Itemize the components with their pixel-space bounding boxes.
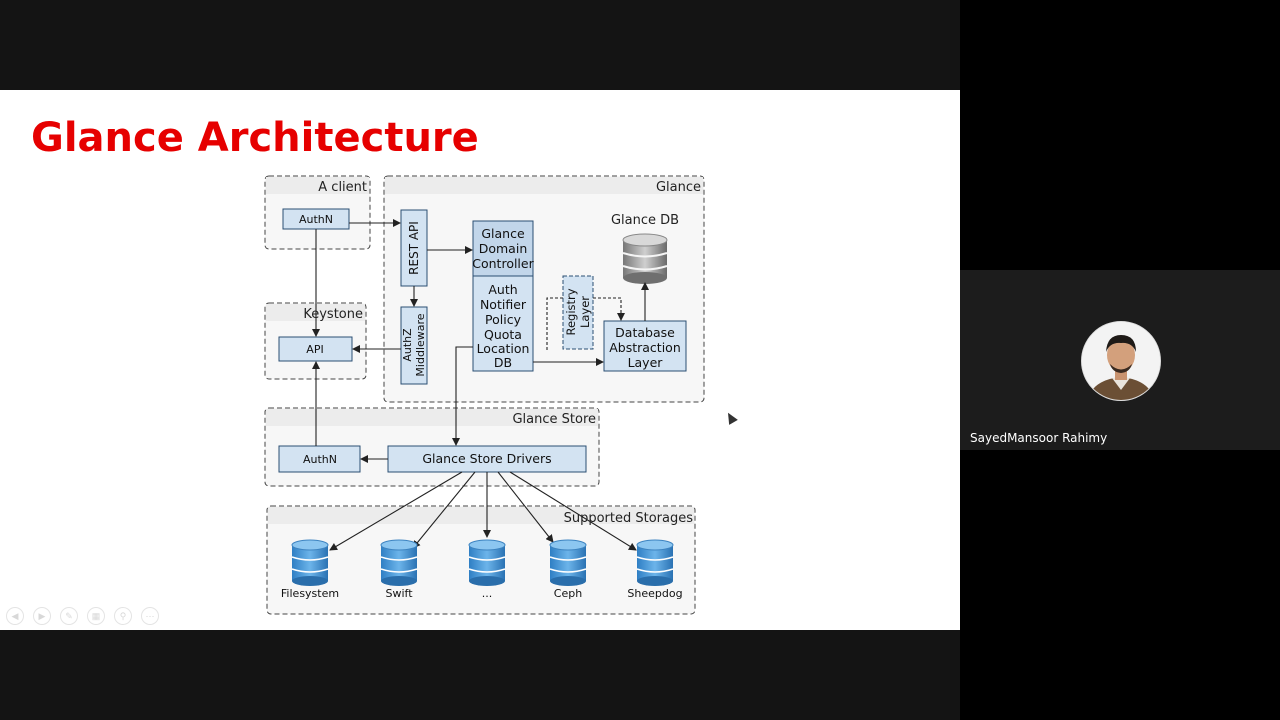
storage-label: Swift [385,587,413,600]
svg-text:REST API: REST API [407,221,421,275]
client-authn-box: AuthN [282,208,350,230]
presentation-slide: Glance Architecture A client [0,90,960,630]
svg-text:Policy: Policy [485,312,522,327]
svg-text:API: API [306,343,323,356]
prev-icon[interactable]: ◀ [6,607,24,625]
slide-title: Glance Architecture [31,115,479,161]
svg-text:Abstraction: Abstraction [609,340,681,355]
storage-more: ... [468,539,506,600]
glance-db-icon: Glance DB [611,213,679,284]
slideshow-controls: ◀ ▶ ✎ ▦ ⚲ ⋯ [6,607,159,625]
store-authn-box: AuthN [278,445,361,473]
storage-swift: Swift [380,539,418,600]
svg-text:Controller: Controller [472,256,534,271]
group-keystone-label: Keystone [303,307,363,322]
svg-text:AuthN: AuthN [303,453,337,466]
more-icon[interactable]: ⋯ [141,607,159,625]
domain-controller-box: Glance Domain Controller Auth Notifier P… [472,220,535,372]
avatar [1081,321,1161,401]
svg-text:Notifier: Notifier [480,297,527,312]
svg-text:AuthN: AuthN [299,213,333,226]
svg-text:Middleware: Middleware [414,313,427,376]
next-icon[interactable]: ▶ [33,607,51,625]
svg-text:Registry: Registry [564,288,578,335]
storage-label: Filesystem [281,587,339,600]
participant-name: SayedMansoor Rahimy [970,431,1108,445]
bottom-letterbox [0,630,960,720]
storage-filesystem: Filesystem [281,539,339,600]
architecture-diagram: A client Glance Keystone Glance Store Su… [264,175,705,615]
slides-icon[interactable]: ▦ [87,607,105,625]
storage-sheepdog: Sheepdog [627,539,683,600]
participant-video-tile[interactable]: SayedMansoor Rahimy [960,270,1280,450]
svg-text:Auth: Auth [488,282,517,297]
storage-ceph: Ceph [549,539,587,600]
svg-text:Quota: Quota [484,327,522,342]
group-glance-label: Glance [656,180,701,195]
registry-layer-box: Registry Layer [562,275,594,350]
authz-middleware-box: AuthZ Middleware [400,306,428,385]
pen-icon[interactable]: ✎ [60,607,78,625]
zoom-icon[interactable]: ⚲ [114,607,132,625]
svg-text:Glance Store Drivers: Glance Store Drivers [422,451,551,466]
top-letterbox [0,0,960,90]
svg-text:Layer: Layer [578,296,592,328]
group-client-label: A client [318,180,367,195]
rest-api-box: REST API [400,209,428,287]
storage-label: Ceph [554,587,582,600]
db-abstraction-box: Database Abstraction Layer [603,320,687,372]
storage-label: ... [482,587,493,600]
svg-text:Glance: Glance [481,226,525,241]
group-storages-label: Supported Storages [564,511,694,526]
svg-text:Database: Database [615,325,675,340]
group-store-label: Glance Store [512,412,596,427]
svg-text:DB: DB [494,355,512,370]
store-drivers-box: Glance Store Drivers [387,445,587,473]
diagram-connectors [312,219,649,551]
svg-text:Location: Location [477,341,530,356]
svg-text:Domain: Domain [479,241,528,256]
keystone-api-box: API [278,336,353,362]
svg-text:Layer: Layer [628,355,664,370]
person-icon [1082,322,1160,400]
svg-text:AuthZ: AuthZ [401,328,414,362]
glance-db-label: Glance DB [611,213,679,228]
storage-label: Sheepdog [627,587,682,600]
